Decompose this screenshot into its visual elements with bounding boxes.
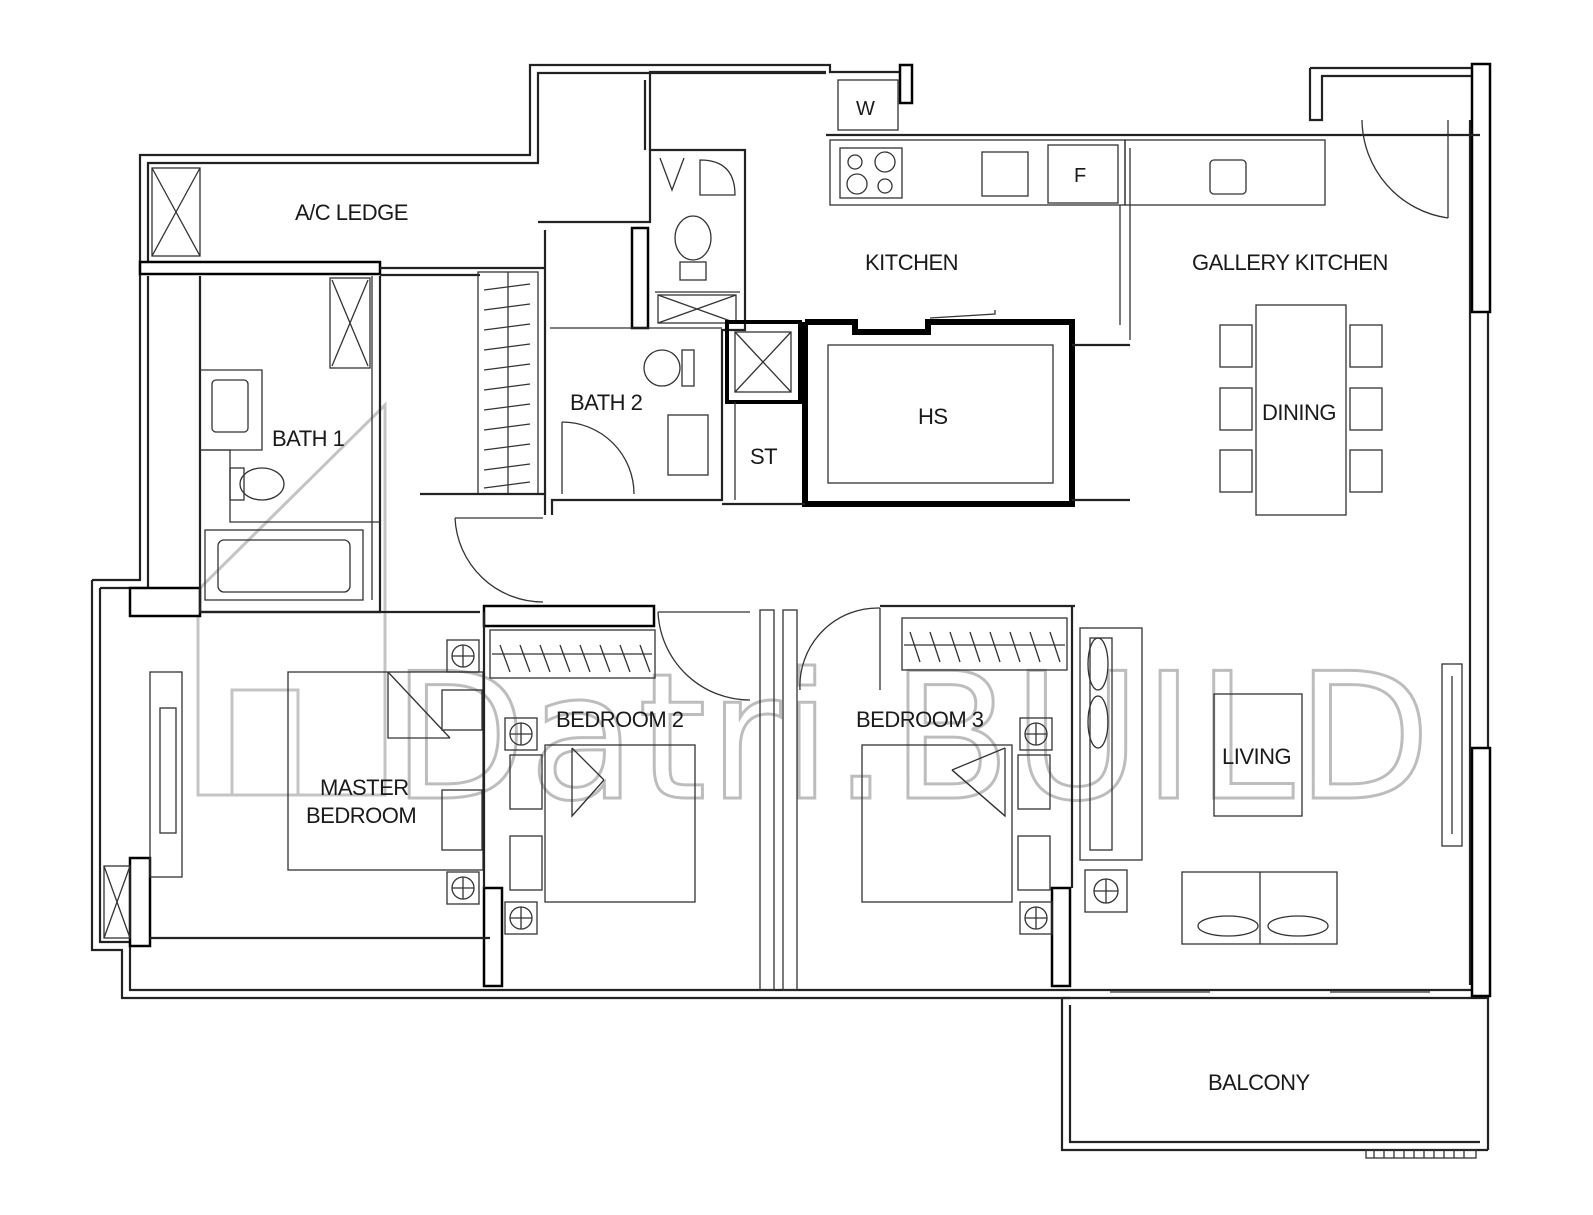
dining-area: GALLERY KITCHEN DINING bbox=[1192, 119, 1449, 516]
bedroom-3: BEDROOM 3 bbox=[799, 604, 1075, 935]
washer-label: W bbox=[856, 98, 875, 120]
balcony: BALCONY bbox=[1208, 1070, 1477, 1159]
watermark-house-logo bbox=[196, 401, 387, 797]
wardrobe-hangers bbox=[483, 283, 531, 489]
room-label-kitchen: KITCHEN bbox=[865, 250, 958, 275]
room-label-hs: HS bbox=[918, 404, 948, 429]
living-area: LIVING bbox=[1079, 627, 1463, 993]
outer-walls bbox=[90, 63, 1490, 1152]
bath-2: BATH 2 bbox=[538, 148, 747, 515]
bedroom-2: BEDROOM 2 bbox=[489, 609, 798, 991]
fridge-label: F bbox=[1074, 165, 1086, 187]
room-label-bedroom-3: BEDROOM 3 bbox=[856, 707, 984, 732]
wardrobe-corridor bbox=[420, 271, 547, 515]
room-label-bath-1: BATH 1 bbox=[272, 426, 345, 451]
ac-ledge: A/C LEDGE bbox=[151, 167, 545, 277]
room-label-bedroom-2: BEDROOM 2 bbox=[556, 707, 684, 732]
room-label-master-line2: BEDROOM bbox=[306, 803, 416, 828]
room-label-ac-ledge: A/C LEDGE bbox=[295, 200, 408, 225]
room-label-master-line1: MASTER bbox=[320, 775, 409, 800]
corridor-door bbox=[454, 517, 544, 603]
household-shelter: HS ST bbox=[722, 310, 1130, 507]
kitchen: W F KITCHEN bbox=[643, 70, 1480, 340]
room-label-gallery-kitchen: GALLERY KITCHEN bbox=[1192, 250, 1388, 275]
master-bedroom: MASTER BEDROOM bbox=[103, 610, 490, 940]
room-label-balcony: BALCONY bbox=[1208, 1070, 1310, 1095]
room-label-living: LIVING bbox=[1222, 744, 1291, 769]
room-label-st: ST bbox=[750, 444, 777, 469]
room-label-dining: DINING bbox=[1262, 400, 1336, 425]
room-label-bath-2: BATH 2 bbox=[570, 390, 643, 415]
structural-columns bbox=[128, 62, 1492, 998]
